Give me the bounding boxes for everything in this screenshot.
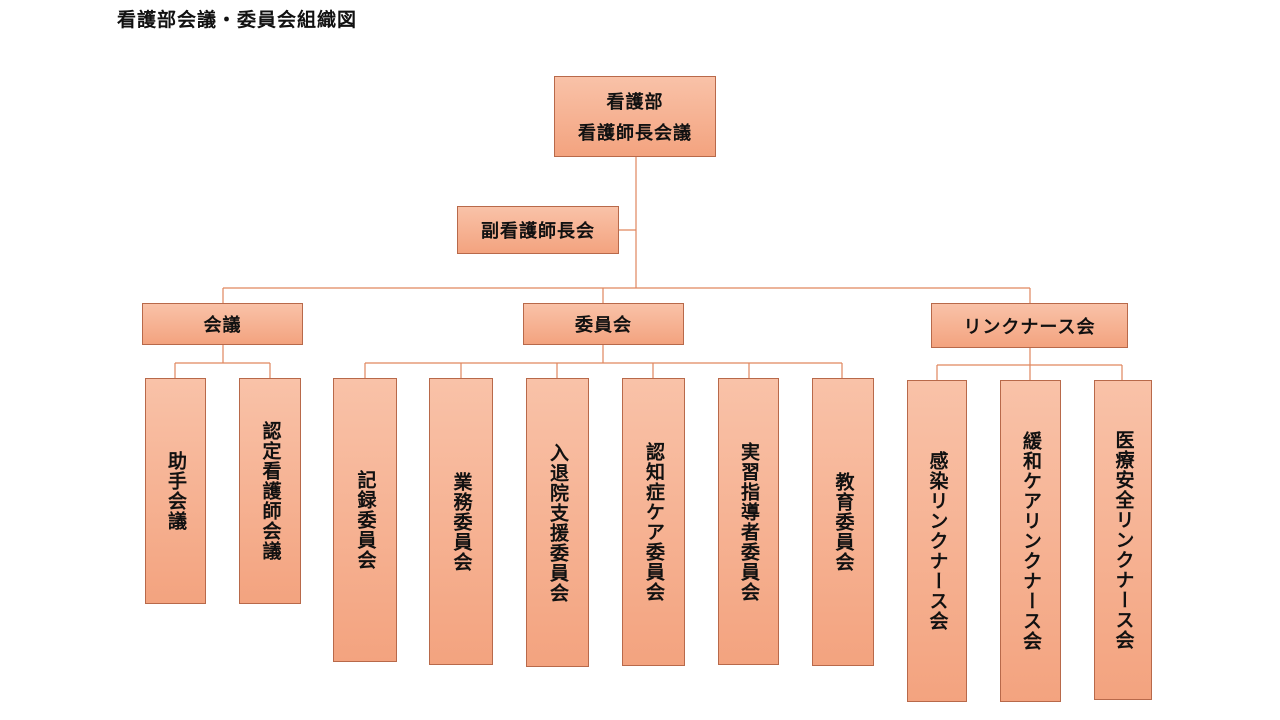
operations-committee-box: 業務委員会 bbox=[429, 378, 493, 665]
group-committees-box: 委員会 bbox=[523, 303, 684, 345]
education-committee-box: 教育委員会 bbox=[812, 378, 874, 666]
records-committee-label: 記録委員会 bbox=[354, 470, 377, 570]
operations-committee-label: 業務委員会 bbox=[450, 471, 473, 572]
deputy-box: 副看護師長会 bbox=[457, 206, 619, 254]
dementia-care-committee-box: 認知症ケア委員会 bbox=[622, 378, 685, 666]
infection-link-nurse-box: 感染リンクナース会 bbox=[907, 380, 967, 702]
root-label-nursing-department: 看護部 bbox=[606, 92, 664, 113]
certified-nurse-meeting-box: 認定看護師会議 bbox=[239, 378, 301, 604]
practicum-instructor-committee-box: 実習指導者委員会 bbox=[718, 378, 779, 665]
dementia-care-committee-label: 認知症ケア委員会 bbox=[643, 442, 665, 602]
palliative-care-link-nurse-box: 緩和ケアリンクナース会 bbox=[1000, 380, 1061, 702]
page-title: 看護部会議・委員会組織図 bbox=[117, 9, 358, 31]
certified-nurse-meeting-label: 認定看護師会議 bbox=[259, 421, 282, 561]
assistant-meeting-label: 助手会議 bbox=[165, 451, 187, 531]
medical-safety-link-nurse-label: 医療安全リンクナース会 bbox=[1112, 430, 1135, 650]
root-label-head-nurse-meeting: 看護師長会議 bbox=[578, 123, 692, 144]
group-link-nurse-box: リンクナース会 bbox=[931, 303, 1128, 348]
education-committee-label: 教育委員会 bbox=[832, 472, 855, 572]
admission-discharge-committee-box: 入退院支援委員会 bbox=[526, 378, 589, 667]
infection-link-nurse-label: 感染リンクナース会 bbox=[926, 451, 949, 631]
assistant-meeting-box: 助手会議 bbox=[145, 378, 206, 604]
group-meetings-box: 会議 bbox=[142, 303, 303, 345]
admission-discharge-committee-label: 入退院支援委員会 bbox=[547, 442, 569, 603]
root-box: 看護部 看護師長会議 bbox=[554, 76, 716, 157]
practicum-instructor-committee-label: 実習指導者委員会 bbox=[738, 441, 760, 602]
palliative-care-link-nurse-label: 緩和ケアリンクナース会 bbox=[1020, 431, 1042, 651]
records-committee-box: 記録委員会 bbox=[333, 378, 397, 662]
medical-safety-link-nurse-box: 医療安全リンクナース会 bbox=[1094, 380, 1152, 700]
